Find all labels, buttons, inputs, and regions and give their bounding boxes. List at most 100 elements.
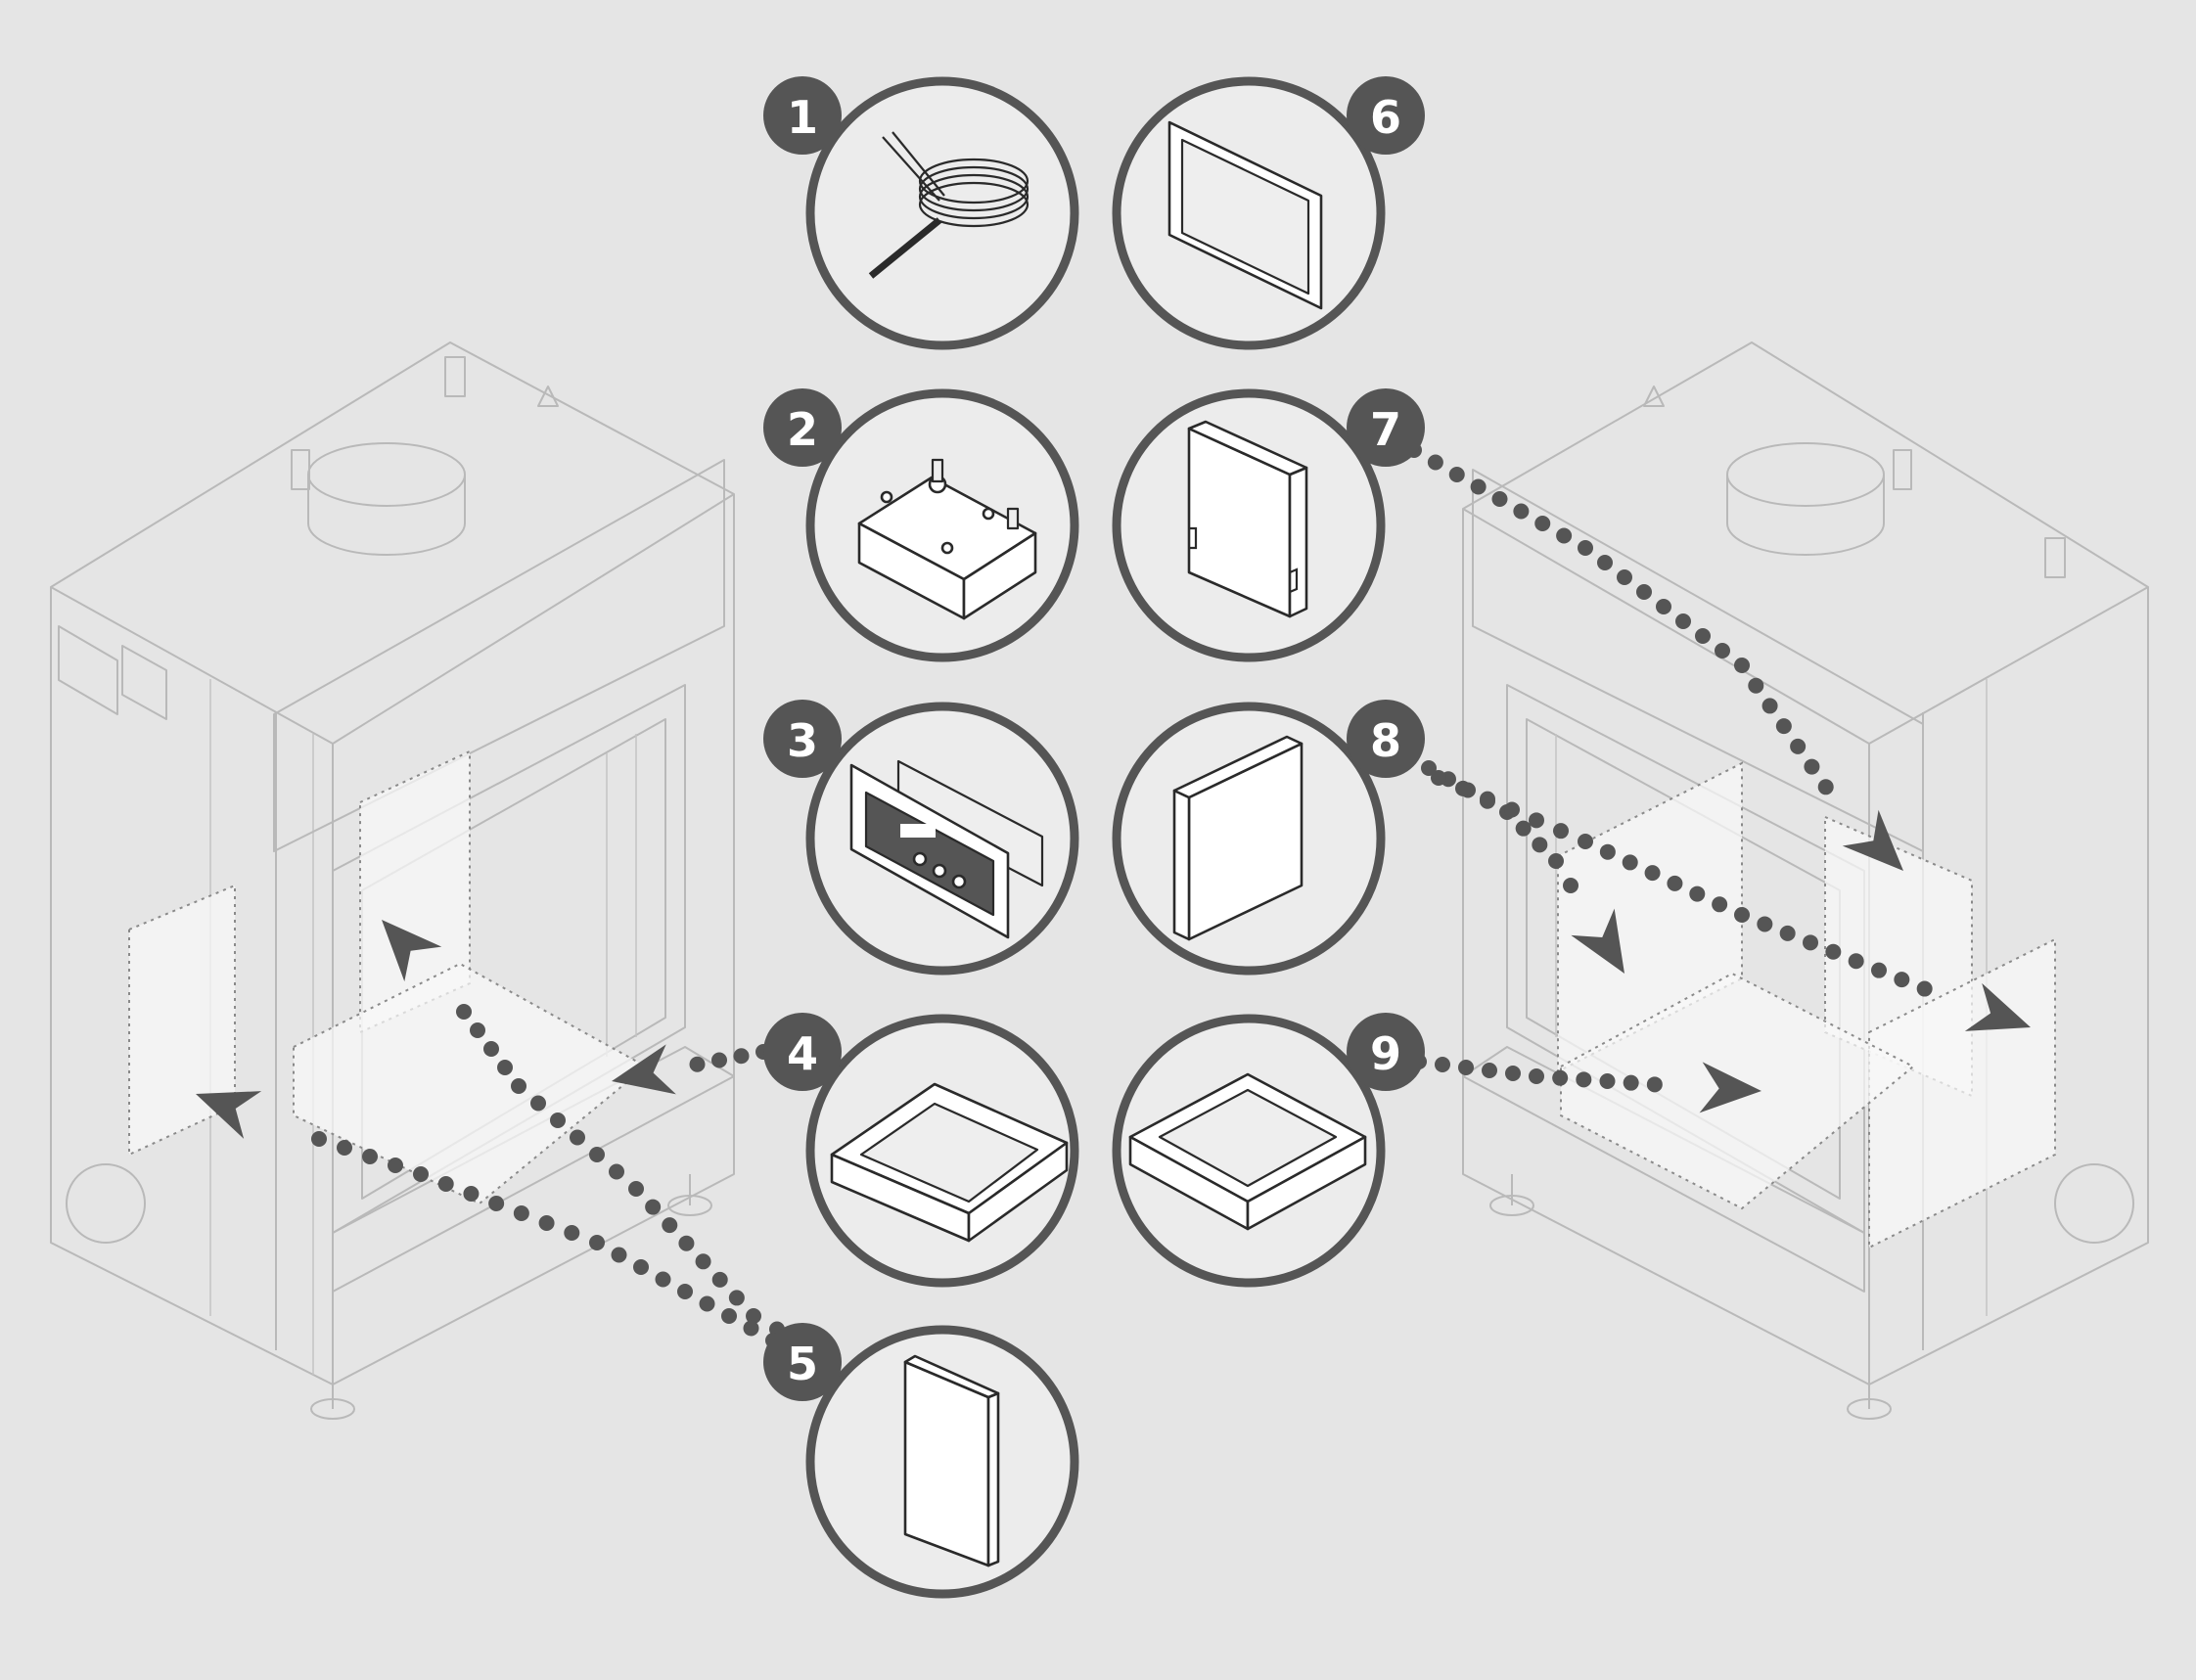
connector-dot — [1757, 916, 1773, 932]
connector-arrowhead — [196, 1091, 262, 1139]
side-board-icon — [1172, 735, 1304, 941]
connector-dot — [1505, 1066, 1521, 1081]
connector-dot — [564, 1225, 580, 1241]
control-display-panel-icon — [849, 759, 1044, 939]
connector-dot — [456, 1004, 472, 1020]
connector-dot — [1644, 865, 1661, 882]
connector-4-to-left-back — [382, 920, 808, 1350]
connector-dot — [1599, 1073, 1616, 1089]
connector-dot — [388, 1158, 403, 1173]
connector-dot — [1623, 1074, 1639, 1091]
connector-arrowhead — [382, 920, 442, 982]
connector-dot — [1576, 1071, 1592, 1088]
connector-dot — [1689, 885, 1706, 902]
connector-dot — [1556, 527, 1573, 544]
connector-dot — [662, 1217, 678, 1234]
connector-dot — [1825, 943, 1842, 960]
connector-dot — [1455, 780, 1471, 796]
flat-panel-plate-icon — [1167, 120, 1323, 310]
connector-dot — [463, 1186, 480, 1202]
callout-badge — [763, 1323, 842, 1401]
callout-8: 8 — [1112, 700, 1425, 976]
connector-arrowhead — [1699, 1062, 1761, 1113]
connector-dot — [497, 1060, 513, 1075]
connector-dot — [1563, 878, 1578, 893]
connector-dot — [1871, 962, 1887, 978]
connector-dot — [1597, 555, 1613, 570]
connector-dot — [628, 1181, 644, 1197]
connector-dot — [677, 1284, 693, 1299]
callout-number: 5 — [787, 1338, 818, 1390]
connector-dot — [530, 1095, 546, 1112]
connector-dot — [1431, 770, 1446, 786]
dotted-connectors — [196, 442, 2031, 1350]
connector-dot — [711, 1271, 728, 1288]
left-unit-base-tray — [293, 962, 648, 1205]
notched-side-board-icon — [1187, 420, 1308, 618]
callout-number: 3 — [787, 714, 818, 767]
connector-dot — [699, 1295, 715, 1312]
connector-dot — [711, 1052, 727, 1068]
connector-dot — [1491, 491, 1508, 507]
callout-number: 7 — [1370, 403, 1401, 456]
insulation-board-icon — [903, 1354, 1000, 1567]
ash-tray-icon — [830, 1082, 1069, 1243]
connector-dot — [1529, 812, 1544, 829]
callout-badge — [1347, 700, 1425, 778]
connector-dot — [570, 1129, 585, 1146]
connector-dot — [1916, 980, 1933, 997]
connector-dot — [689, 1056, 706, 1072]
connector-dot — [550, 1112, 566, 1128]
connector-dot — [1804, 758, 1820, 775]
connector-dot — [1712, 896, 1728, 913]
left-unit-side-panel — [128, 884, 236, 1157]
connector-dot — [611, 1247, 627, 1263]
connector-dot — [1779, 925, 1796, 941]
callout-9: 9 — [1112, 1013, 1425, 1288]
connector-dot — [1715, 643, 1730, 658]
callout-badge — [763, 700, 842, 778]
connector-dot — [1482, 1063, 1497, 1078]
connector-dot — [1775, 718, 1792, 735]
connector-dot — [1435, 1057, 1450, 1072]
connector-dot — [589, 1147, 605, 1162]
connector-dot — [1532, 837, 1548, 853]
callout-5: 5 — [763, 1323, 1079, 1599]
connector-dot — [695, 1253, 711, 1270]
connector-dot — [633, 1259, 649, 1275]
callout-badge — [763, 76, 842, 155]
connector-dot — [1636, 584, 1652, 600]
connector-dot — [1480, 791, 1495, 807]
connector-dot — [1695, 628, 1711, 644]
callout-number: 4 — [787, 1027, 818, 1080]
callout-6: 6 — [1112, 76, 1425, 350]
connector-dot — [733, 1048, 750, 1065]
callout-number: 8 — [1370, 714, 1401, 767]
callout-badge — [1347, 76, 1425, 155]
connector-dot — [483, 1041, 499, 1057]
callout-badge — [1347, 388, 1425, 467]
sensor-cable-coil-icon — [868, 131, 1029, 279]
connector-dot — [1421, 760, 1437, 776]
callout-number: 1 — [787, 91, 818, 144]
connector-dot — [1622, 854, 1638, 871]
connector-5-to-left-side — [196, 1091, 781, 1348]
connector-dot — [1803, 934, 1818, 951]
actuator-motor-box-icon — [857, 458, 1037, 620]
connector-dot — [513, 1205, 529, 1221]
connector-dot — [1734, 907, 1750, 923]
connector-dot — [728, 1290, 745, 1306]
connector-dot — [1748, 677, 1764, 694]
connector-arrowhead — [1964, 982, 2031, 1031]
connector-dot — [511, 1078, 526, 1094]
connector-dot — [609, 1163, 624, 1180]
connector-dot — [1578, 540, 1593, 556]
callout-badge — [763, 1013, 842, 1091]
connector-dot — [1894, 972, 1910, 988]
connector-dot — [1848, 953, 1864, 970]
connector-dot — [1448, 467, 1465, 482]
callout-badge — [763, 388, 842, 467]
connector-dot — [678, 1235, 695, 1251]
